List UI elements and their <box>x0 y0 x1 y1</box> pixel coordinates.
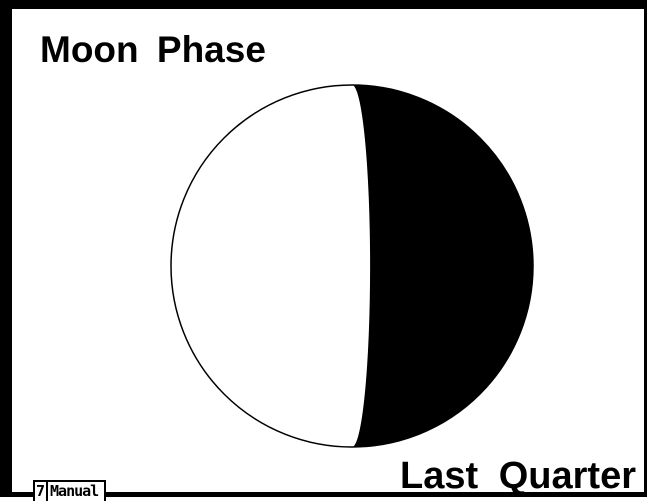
moon-phase-graphic <box>170 84 534 448</box>
moon-shadow <box>352 85 533 447</box>
moon-phase-icon <box>170 84 534 448</box>
mode-indicator[interactable]: 7 Manual <box>33 480 106 501</box>
phase-name-label: Last Quarter <box>400 457 636 495</box>
page-title: Moon Phase <box>40 31 266 68</box>
mode-number: 7 <box>35 482 48 501</box>
mode-label: Manual <box>48 482 104 501</box>
